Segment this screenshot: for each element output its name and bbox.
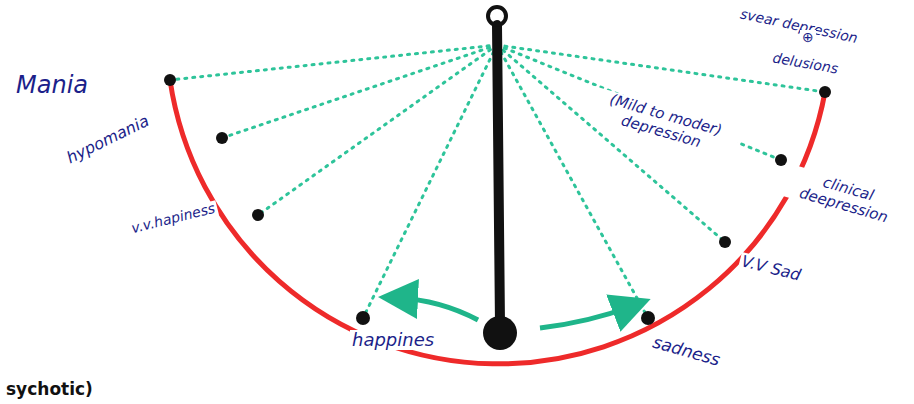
pendulum-bob bbox=[483, 316, 517, 350]
pendulum-rod bbox=[497, 25, 500, 325]
state-label: V.V Sad bbox=[738, 252, 805, 285]
state-label: delusions bbox=[769, 50, 841, 77]
symbol-label: ⊕ bbox=[800, 30, 816, 45]
swing-arrow bbox=[540, 306, 632, 328]
state-label: Mania bbox=[14, 72, 90, 98]
state-label: svear depression bbox=[737, 6, 861, 47]
swing-arrow bbox=[398, 298, 478, 320]
pivot bbox=[488, 7, 506, 25]
state-label: v.v.hapiness bbox=[128, 200, 219, 237]
state-label: hypomania bbox=[62, 111, 154, 168]
note-label: sychotic) bbox=[4, 380, 95, 399]
state-label: clinical deepression bbox=[782, 164, 910, 230]
state-label: sadness bbox=[649, 332, 724, 370]
state-label: (Mild to moder) depression bbox=[585, 86, 742, 160]
state-label: happines bbox=[350, 330, 436, 350]
